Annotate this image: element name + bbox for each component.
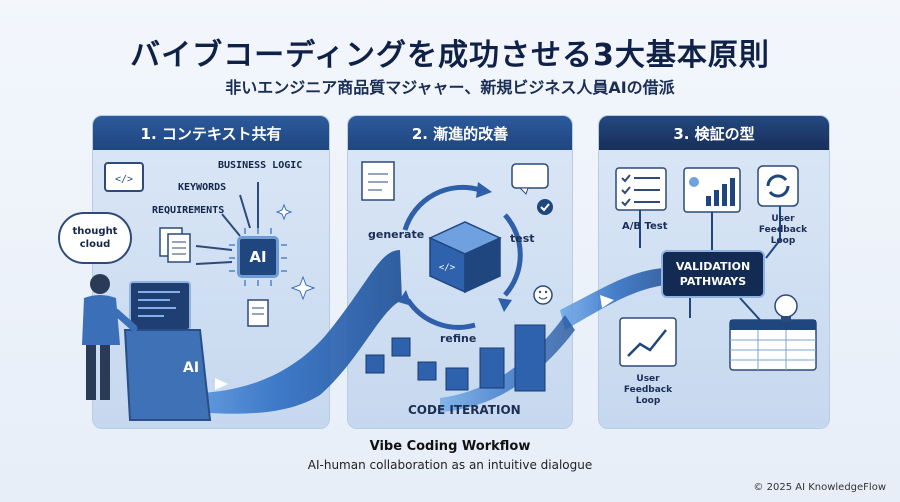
- label-code-iteration: CODE ITERATION: [408, 403, 521, 417]
- label-test: test: [510, 232, 535, 245]
- ai-chip: AI: [237, 236, 279, 278]
- copyright-text: © 2025 AI KnowledgeFlow: [753, 482, 886, 493]
- panel-incremental-improvement: 2. 漸進的改善: [347, 115, 573, 429]
- label-keywords: KEYWORDS: [178, 182, 227, 193]
- workflow-subtitle: AI-human collaboration as an intuitive d…: [307, 458, 593, 472]
- page-title: バイブコーディングを成功させる3大基本原則: [130, 38, 770, 73]
- validation-pathways-box: VALIDATION PATHWAYS: [661, 250, 765, 298]
- workflow-title: Vibe Coding Workflow: [369, 439, 531, 454]
- label-user-feedback-loop-top: User Feedback Loop: [758, 214, 808, 246]
- page-subtitle: 非いエンジニア商品質マジャャー、新規ビジネス人員AIの借派: [225, 78, 675, 97]
- panel-heading: 2. 漸進的改善: [348, 116, 572, 150]
- panel-heading: 3. 検証の型: [599, 116, 829, 150]
- thought-cloud-bubble: thought cloud: [58, 212, 132, 264]
- label-refine: refine: [440, 332, 477, 345]
- label-business-logic: BUSINESS LOGIC: [218, 160, 303, 171]
- label-requirements: REQUIREMENTS: [152, 205, 225, 216]
- panel-heading: 1. コンテキスト共有: [93, 116, 329, 150]
- label-user-feedback-loop-bottom: User Feedback Loop: [623, 374, 673, 406]
- kiosk-ai-label: AI: [183, 360, 200, 376]
- label-generate: generate: [368, 228, 425, 241]
- label-ab-test: A/B Test: [622, 221, 668, 232]
